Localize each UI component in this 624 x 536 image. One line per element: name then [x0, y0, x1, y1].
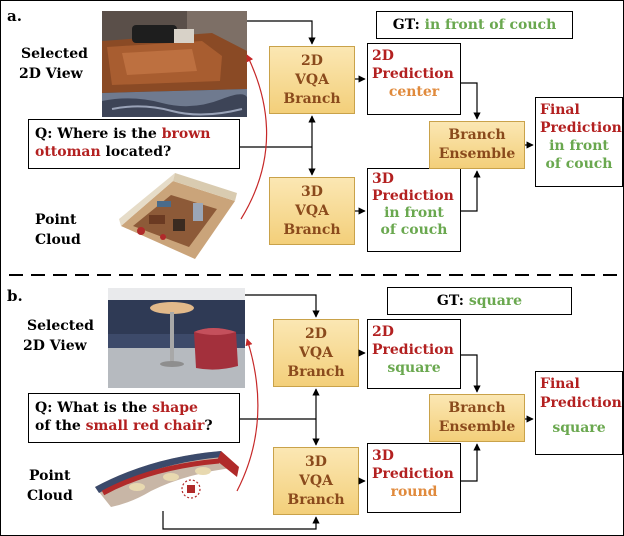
panel-a-3d-branch-line-2: VQA	[295, 202, 329, 219]
panel-a-2d-pred-title-1: 2D	[372, 48, 394, 64]
panel-a-2d-branch-line-1: 2D	[301, 52, 323, 69]
panel-a-final-title-1: Final	[540, 102, 580, 118]
panel-b-3d-branch-line-1: 3D	[305, 453, 327, 470]
panel-b-3d-prediction-box: 3D Prediction round	[367, 443, 461, 513]
panel-b-question-highlight-1: shape	[152, 400, 198, 416]
panel-a-letter: a.	[7, 7, 22, 25]
panel-b-2d-branch-line-3: Branch	[287, 363, 345, 380]
panel-a-2d-pred-value: center	[388, 84, 440, 100]
panel-b-question-box: Q: What is the shape of the small red ch…	[28, 393, 240, 443]
b-2d-pred-to-ensemble	[461, 354, 481, 393]
panel-b-3d-vqa-branch: 3D VQA Branch	[273, 447, 359, 515]
panel-a-2d-prediction-box: 2D Prediction center	[367, 43, 461, 115]
panel-b-cloud-label-2: Cloud	[27, 488, 73, 504]
panel-a-2d-branch-line-3: Branch	[283, 90, 341, 107]
panel-a-cloud-label-1: Point	[35, 212, 77, 228]
panel-a-question-highlight-2: ottoman	[35, 144, 101, 160]
panel-a-final-value-1: in front	[549, 138, 609, 154]
panel-b-2d-branch-line-1: 2D	[305, 325, 327, 342]
panel-b-2d-pred-title-2: Prediction	[372, 342, 454, 358]
b-image-to-2d-branch	[245, 294, 320, 318]
panel-b-ensemble-line-1: Branch	[448, 400, 506, 416]
panel-a-question-prefix: Q: Where is the	[35, 126, 162, 142]
panel-b-view-label-2: 2D View	[23, 338, 87, 354]
panel-a-3d-pred-value-1: in front	[384, 205, 444, 221]
panel-b-3d-branch-line-3: Branch	[287, 491, 345, 508]
panel-b-point-cloud-image	[91, 447, 247, 511]
panel-b-question-line2-prefix: of the	[35, 418, 86, 434]
panel-a-ensemble-line-2: Ensemble	[438, 146, 516, 162]
panel-a-3d-branch-line-3: Branch	[283, 221, 341, 238]
panel-b-letter: b.	[7, 287, 23, 305]
panel-a-2d-branch-line-2: VQA	[295, 71, 329, 88]
panel-b-2d-branch-line-2: VQA	[299, 344, 333, 361]
panel-b-final-value: square	[552, 420, 606, 436]
panel-a-final-prediction-box: Final Prediction in front of couch	[535, 97, 623, 187]
a-2d-pred-to-ensemble	[461, 82, 481, 120]
a-image-to-2d-branch	[247, 20, 316, 45]
panel-a-view-label-1: Selected	[21, 46, 88, 62]
panel-b-question-suffix: ?	[204, 418, 213, 434]
panel-b-2d-pred-title-1: 2D	[372, 324, 394, 340]
panel-a-3d-prediction-box: 3D Prediction in front of couch	[367, 168, 461, 252]
panel-a-2d-vqa-branch: 2D VQA Branch	[269, 46, 355, 114]
panel-b-question-prefix: Q: What is the	[35, 400, 153, 416]
panel-b-3d-pred-value: round	[390, 484, 438, 500]
panel-a-gt-box: GT: in front of couch	[376, 11, 573, 39]
a-3d-pred-to-ensemble	[461, 170, 481, 212]
b-cloud-to-3d-branch	[162, 511, 320, 530]
panel-b-ensemble-line-2: Ensemble	[438, 419, 516, 435]
panel-a-final-title-2: Prediction	[540, 120, 622, 136]
panel-a-branch-ensemble: Branch Ensemble	[429, 121, 525, 169]
b-3d-pred-to-ensemble	[461, 443, 481, 482]
panel-a-2d-view-image	[102, 11, 247, 117]
panel-b-2d-pred-value: square	[387, 360, 441, 376]
panel-b-gt-colon: :	[458, 293, 469, 309]
panel-b-2d-view-image	[108, 288, 245, 388]
panel-b-cloud-label-1: Point	[29, 468, 71, 484]
panel-b-question-highlight-2: small red chair	[85, 418, 205, 434]
panel-a-3d-pred-title-2: Prediction	[372, 188, 454, 204]
panel-a-gt-label: GT	[392, 17, 415, 33]
panel-a-gt-value: in front of couch	[424, 17, 557, 33]
panel-a-3d-pred-value-2: of couch	[380, 222, 448, 238]
panel-a-3d-branch-line-1: 3D	[301, 183, 323, 200]
panel-a-gt-colon: :	[414, 17, 425, 33]
panel-a-question-suffix: located?	[100, 144, 172, 160]
panel-b-3d-pred-title-2: Prediction	[372, 466, 454, 482]
panel-b-gt-value: square	[468, 293, 523, 309]
panel-a-3d-pred-title-1: 3D	[372, 171, 394, 187]
panel-b-view-label-1: Selected	[27, 318, 94, 334]
panel-b-3d-pred-title-1: 3D	[372, 448, 394, 464]
panel-a-3d-vqa-branch: 3D VQA Branch	[269, 177, 355, 245]
panel-b-final-title-1: Final	[540, 376, 580, 392]
panel-b-2d-prediction-box: 2D Prediction square	[367, 319, 461, 389]
panel-b-3d-branch-line-2: VQA	[299, 472, 333, 489]
panel-b-final-prediction-box: Final Prediction square	[535, 371, 623, 455]
panel-a-2d-pred-title-2: Prediction	[372, 66, 454, 82]
panel-b-gt-label: GT	[436, 293, 459, 309]
panel-a-ensemble-line-1: Branch	[448, 127, 506, 143]
panel-a-cloud-label-2: Cloud	[35, 232, 81, 248]
b-red-link	[236, 338, 259, 492]
panel-b-final-title-2: Prediction	[540, 395, 622, 411]
panel-b-2d-vqa-branch: 2D VQA Branch	[273, 319, 359, 387]
panel-a-point-cloud-image	[113, 171, 243, 263]
panel-b-branch-ensemble: Branch Ensemble	[429, 394, 525, 442]
panel-a-final-value-2: of couch	[545, 156, 613, 172]
panel-a-question-box: Q: Where is the brown ottoman located?	[28, 119, 240, 169]
panel-a-question-highlight-1: brown	[161, 126, 211, 142]
panel-a-view-label-2: 2D View	[19, 66, 83, 82]
panel-b-gt-box: GT: square	[387, 287, 572, 315]
a-red-link	[240, 54, 268, 220]
